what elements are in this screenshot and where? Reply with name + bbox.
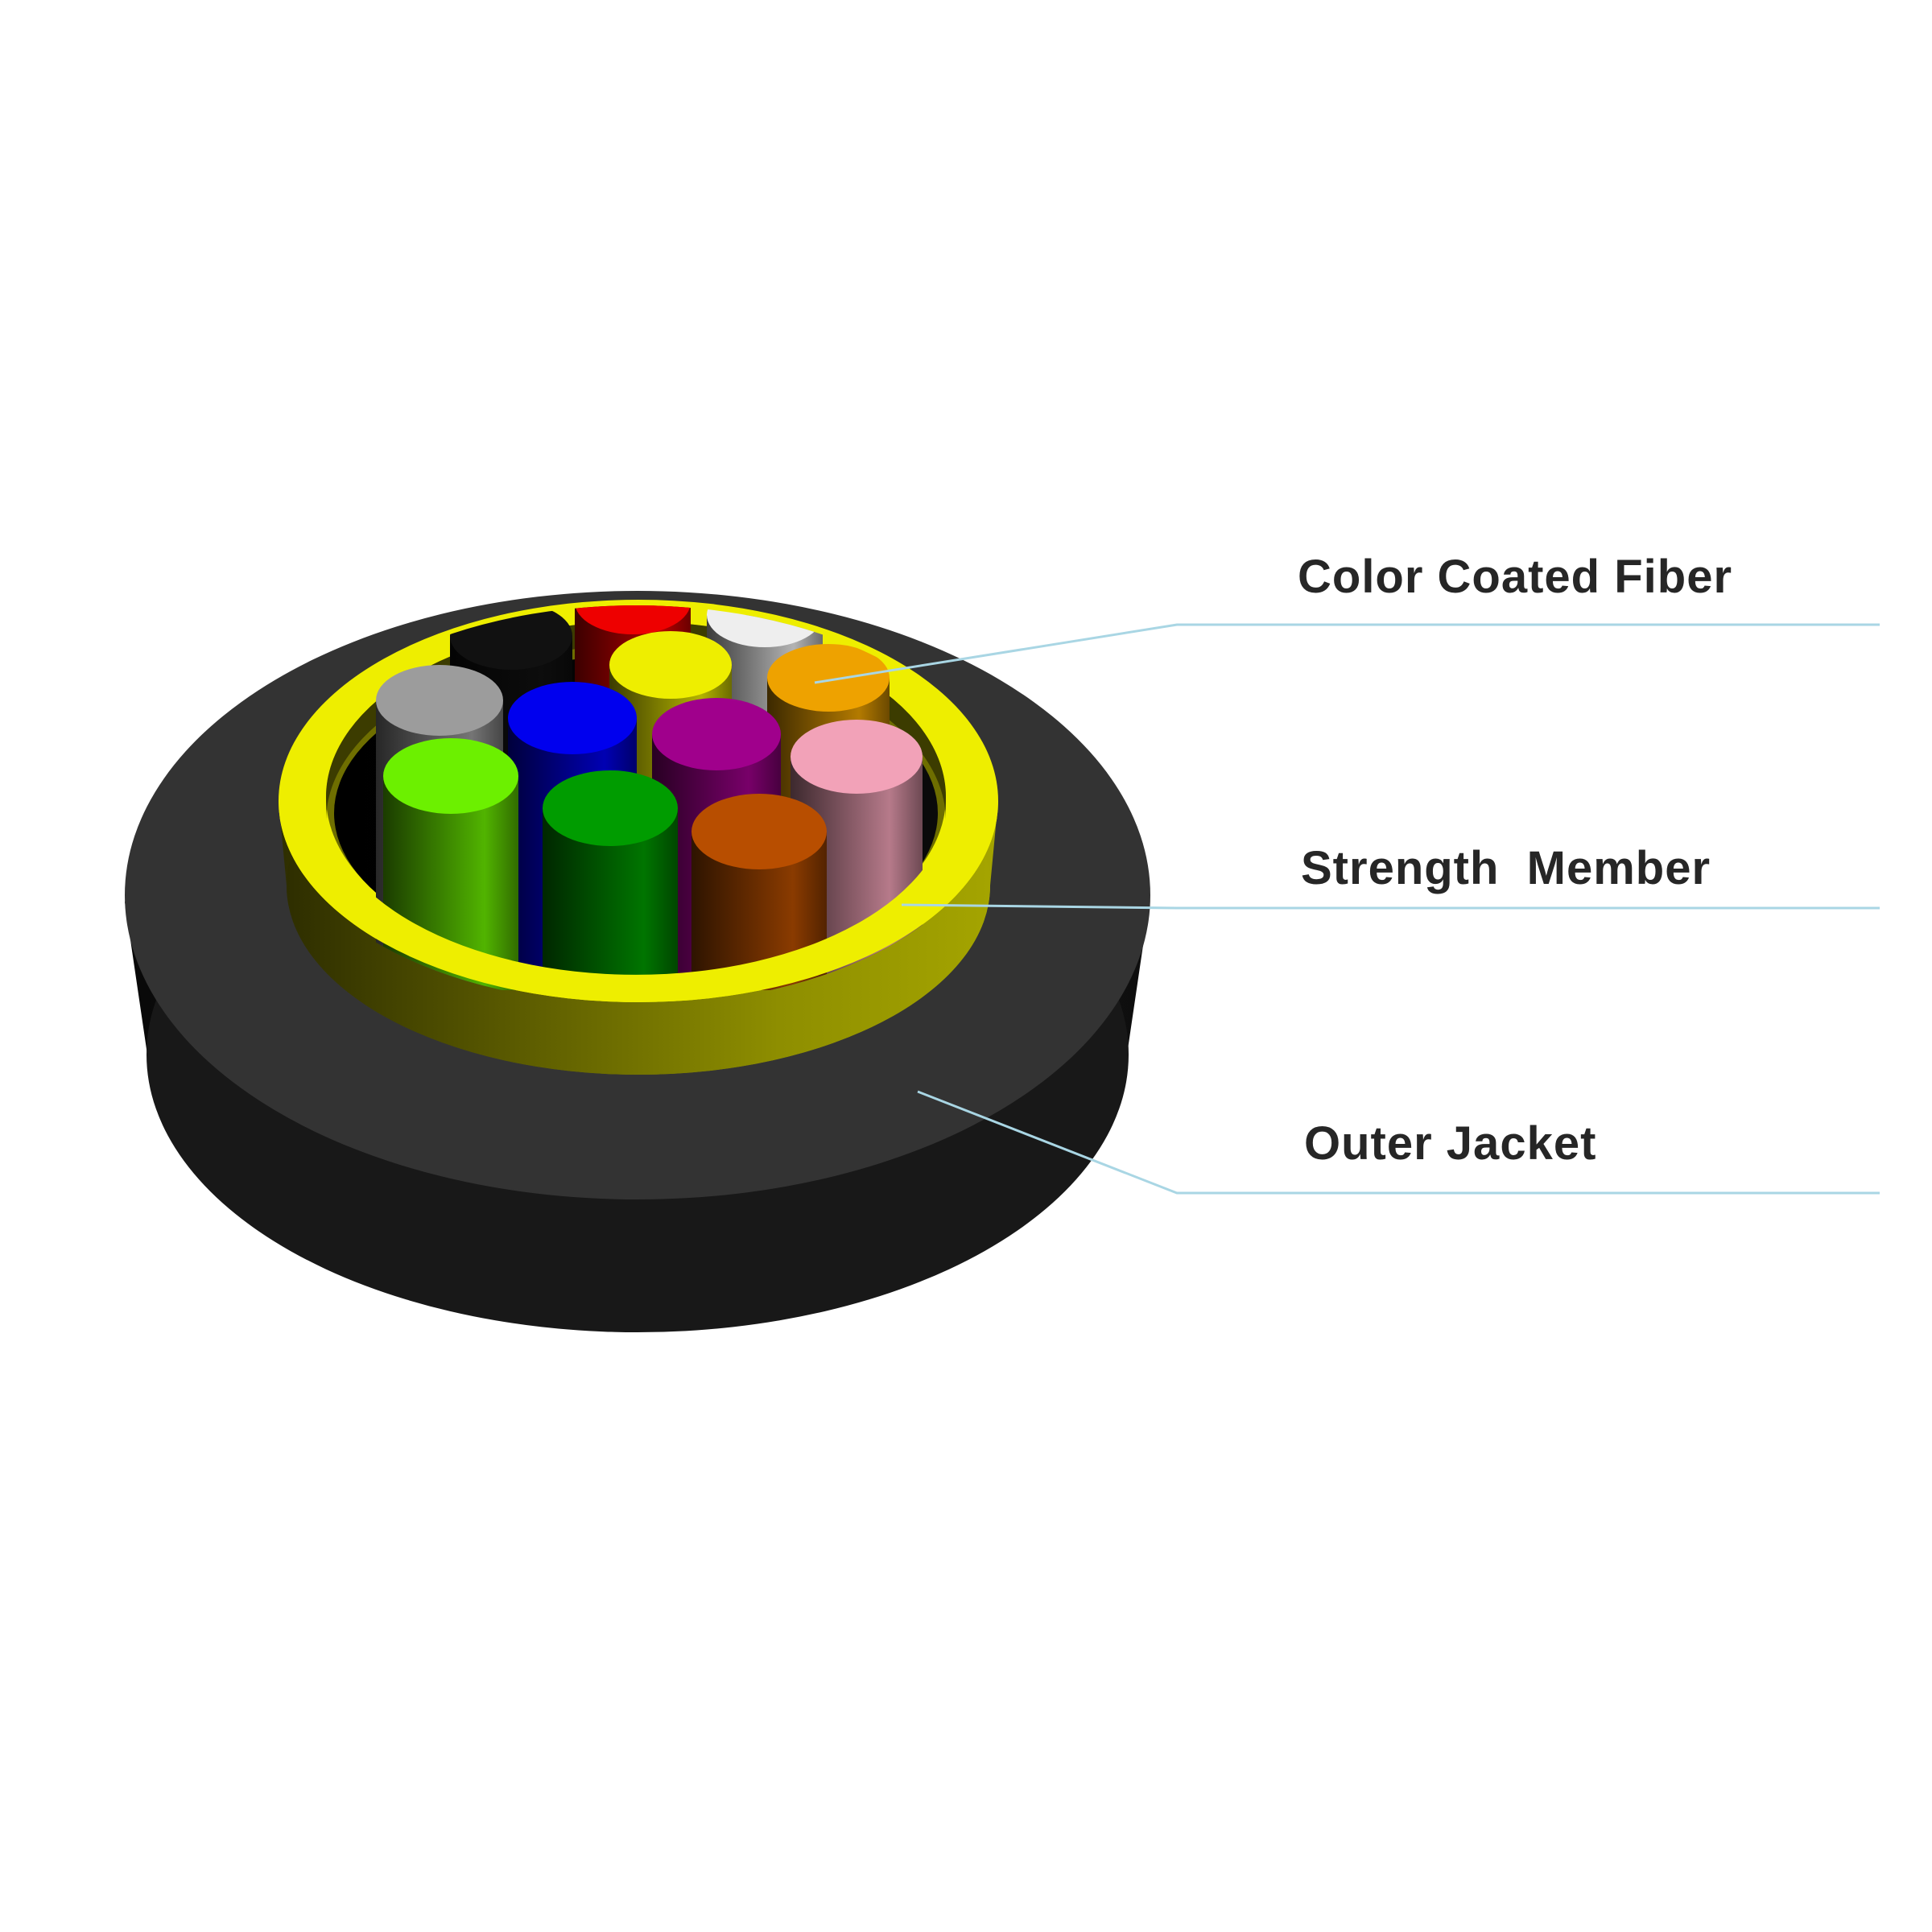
color-coated-fibers bbox=[376, 605, 923, 990]
strength-label: Strength Member bbox=[1301, 842, 1711, 894]
fiber-pink-top bbox=[791, 720, 923, 794]
fiber-green-top bbox=[543, 770, 678, 846]
fiber-orange-top bbox=[767, 644, 890, 712]
fiber-gray-top bbox=[376, 665, 503, 736]
fiber-label: Color Coated Fiber bbox=[1298, 551, 1732, 603]
strength-leader-line bbox=[901, 903, 1880, 910]
fiber-violet-top bbox=[652, 698, 781, 770]
leader-lines bbox=[814, 623, 1880, 1195]
strength-member-front-lip bbox=[279, 801, 998, 1002]
fiber-yellow-top bbox=[609, 631, 732, 699]
fiber-leader-line bbox=[814, 623, 1880, 684]
fiber-green bbox=[543, 770, 678, 990]
fiber-brown-top bbox=[691, 794, 827, 869]
jacket-leader-line bbox=[917, 1090, 1880, 1195]
fiber-lime-top bbox=[383, 738, 518, 814]
fiber-blue-top bbox=[508, 682, 637, 754]
jacket-label: Outer Jacket bbox=[1304, 1117, 1596, 1170]
fiber-red-top bbox=[575, 605, 691, 634]
